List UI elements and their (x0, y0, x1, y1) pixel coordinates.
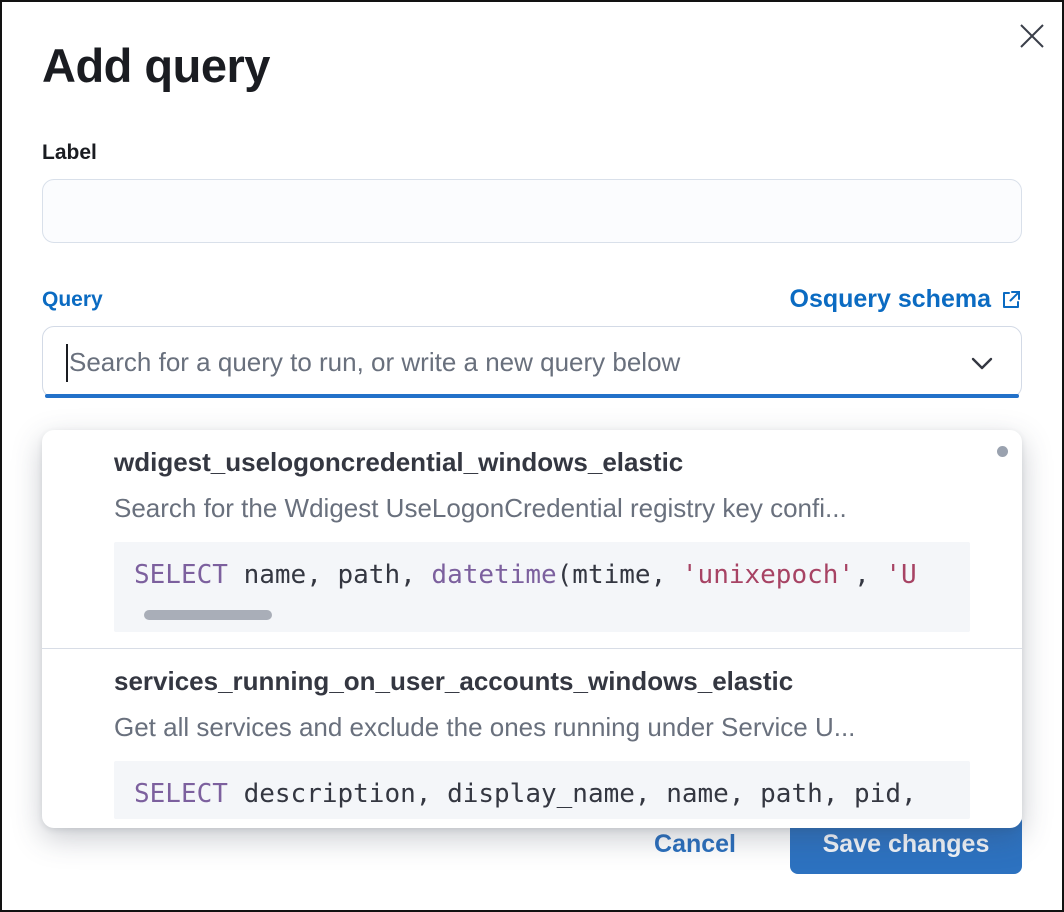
label-input[interactable] (42, 179, 1022, 243)
sql-token: 'U (885, 560, 917, 590)
page-title: Add query (42, 39, 270, 92)
query-option-services[interactable]: services_running_on_user_accounts_window… (42, 649, 1022, 819)
external-link-icon (1003, 290, 1020, 308)
close-button[interactable] (1010, 14, 1054, 58)
sql-token: SELECT (134, 560, 228, 590)
option-title: wdigest_uselogoncredential_windows_elast… (114, 447, 684, 477)
sql-token: datetime (431, 560, 557, 590)
query-field-header: Query Osquery schema (42, 285, 1022, 314)
option-title: services_running_on_user_accounts_window… (114, 666, 794, 696)
sql-code-line: SELECT name, path, datetime(mtime, 'unix… (134, 558, 950, 592)
osquery-schema-link[interactable]: Osquery schema (790, 285, 1023, 314)
text-cursor (66, 344, 68, 382)
option-description: Get all services and exclude the ones ru… (114, 712, 856, 742)
query-options-dropdown: wdigest_uselogoncredential_windows_elast… (42, 430, 1022, 828)
option-code-block: SELECT name, path, datetime(mtime, 'unix… (114, 542, 970, 632)
option-code-block: SELECT description, display_name, name, … (114, 761, 970, 819)
chevron-down-icon[interactable] (969, 351, 995, 377)
cancel-button[interactable]: Cancel (648, 829, 742, 860)
horizontal-scrollbar-thumb[interactable] (144, 610, 272, 620)
query-field-label: Query (42, 287, 103, 311)
query-combobox[interactable] (42, 326, 1022, 398)
sql-token: name, path, (227, 560, 432, 590)
sql-token: (mtime, (556, 560, 682, 590)
osquery-schema-link-label: Osquery schema (789, 285, 992, 313)
sql-token: 'unixepoch' (681, 560, 855, 590)
sql-token: , (854, 560, 886, 590)
sql-token: description, display_name, name, path, p… (227, 779, 917, 809)
sql-code-line: SELECT description, display_name, name, … (134, 777, 950, 811)
close-icon (1020, 24, 1044, 48)
sql-token: SELECT (134, 779, 228, 809)
query-search-input[interactable] (43, 346, 1021, 378)
label-field-label: Label (42, 141, 97, 164)
option-description: Search for the Wdigest UseLogonCredentia… (114, 493, 847, 523)
options-divider (42, 648, 1022, 649)
vertical-scrollbar-thumb[interactable] (997, 446, 1008, 457)
query-option-wdigest[interactable]: wdigest_uselogoncredential_windows_elast… (42, 430, 1022, 632)
